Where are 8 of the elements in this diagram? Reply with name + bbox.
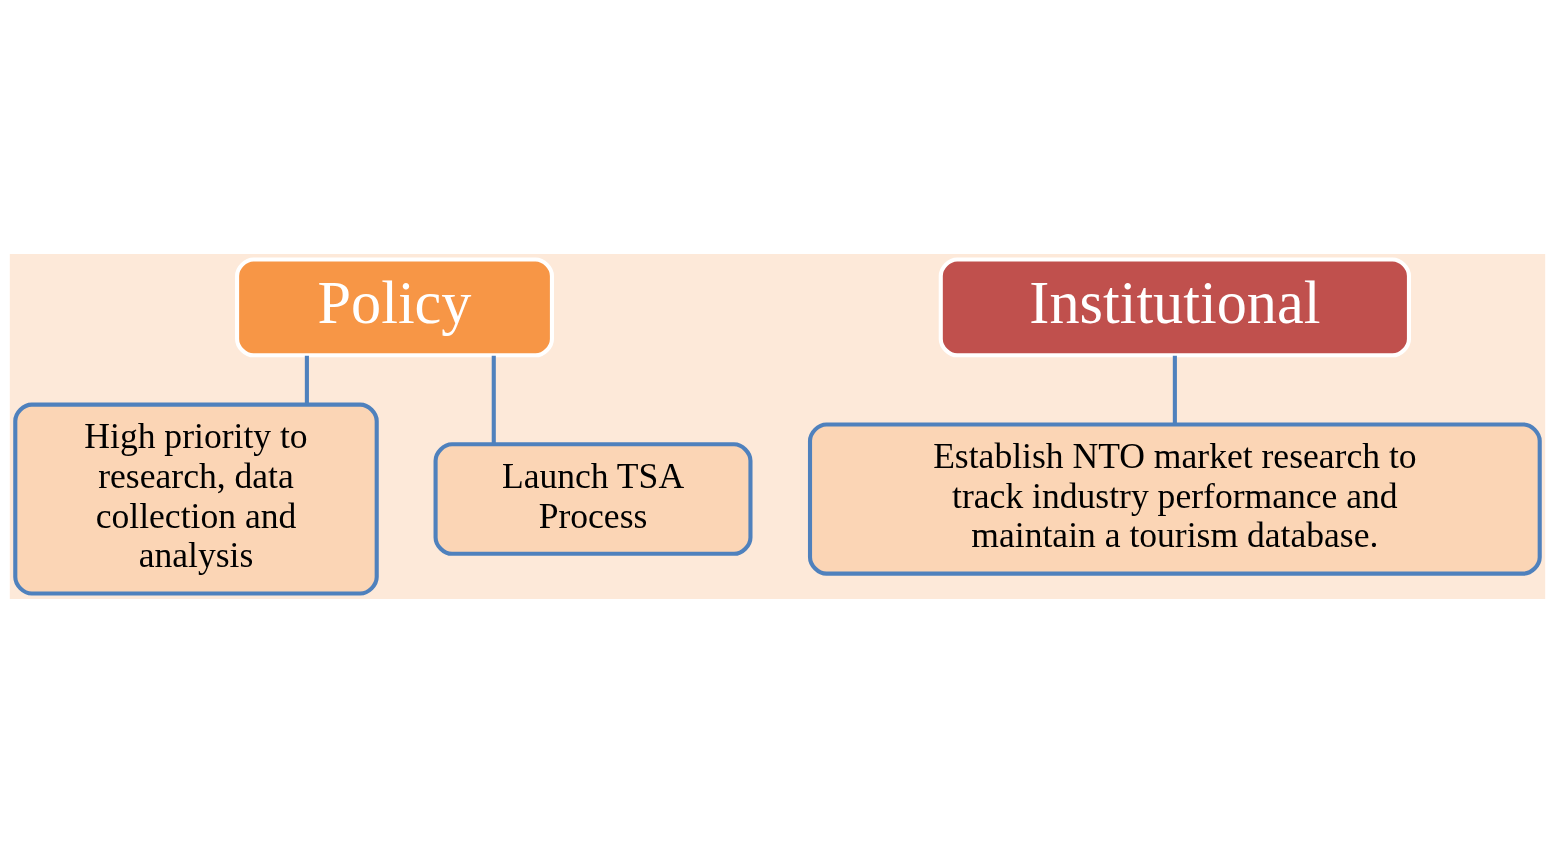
node-box: Establish NTO market research to track industry performance and maintain a tourism database. [807, 421, 1542, 576]
node-box: Launch TSA Process [433, 441, 753, 556]
node-box: Policy [235, 256, 554, 357]
connector [491, 355, 496, 444]
node-box: High priority to research, data collection and analysis [13, 402, 379, 596]
connector [1172, 355, 1177, 424]
node-box: Institutional [938, 256, 1412, 357]
connector [304, 355, 309, 404]
